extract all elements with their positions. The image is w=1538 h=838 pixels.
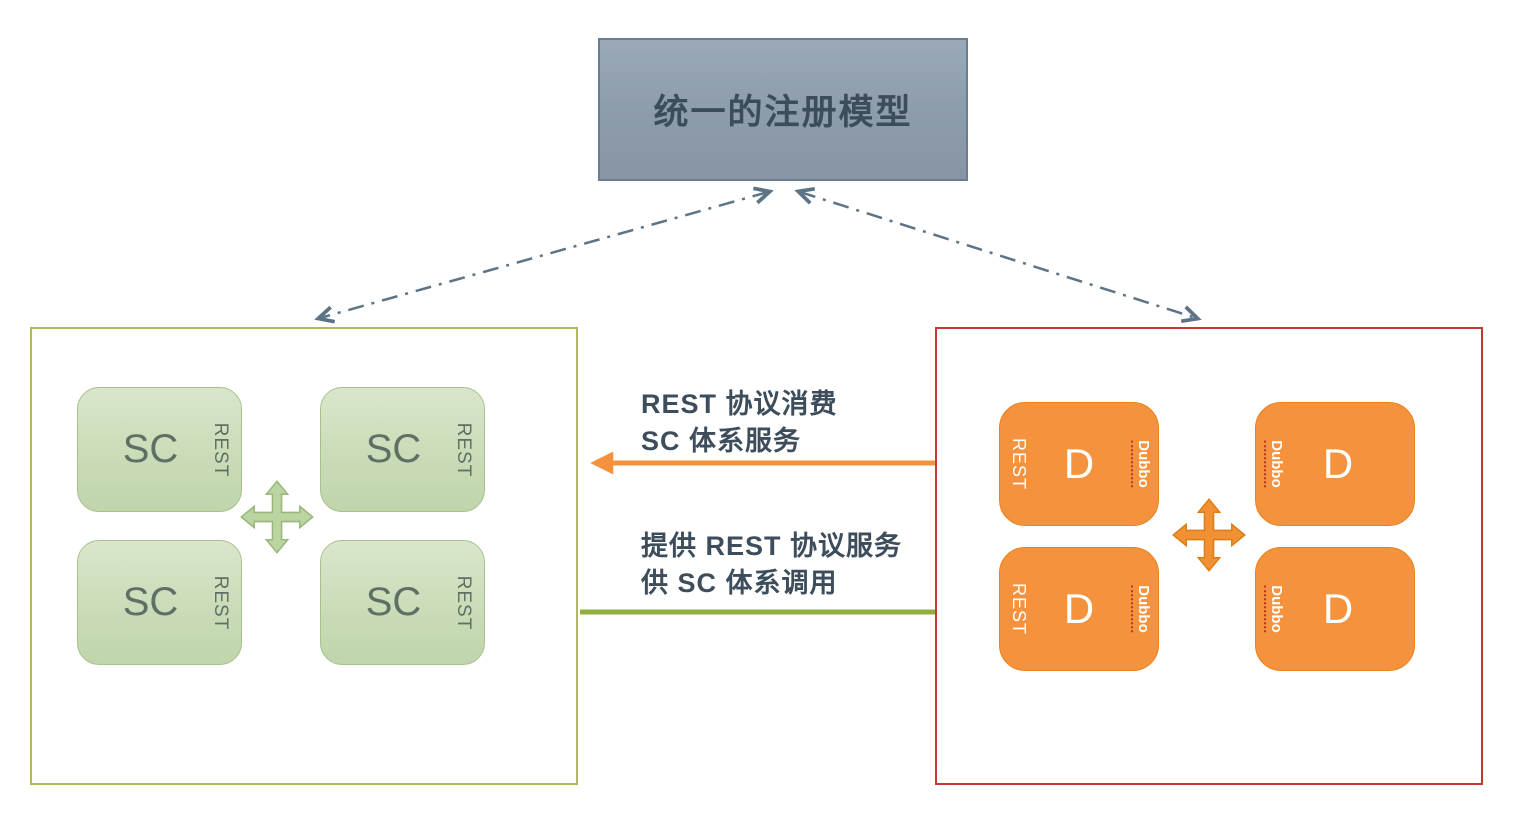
dubbo-node-label: D	[1063, 585, 1095, 632]
rest-protocol-label: REST	[453, 422, 474, 477]
registry-model-box: 统一的注册模型	[598, 38, 968, 181]
dubbo-brand-label: Dubbo	[1264, 585, 1285, 633]
provide-label: 提供 REST 协议服务 供 SC 体系调用	[641, 528, 902, 602]
dubbo-brand-label: Dubbo	[1131, 440, 1152, 488]
rest-protocol-label: REST	[453, 575, 474, 630]
sc-service-node: SC REST	[320, 387, 485, 512]
sc-node-label: SC	[122, 427, 179, 471]
move-arrows-icon	[1172, 498, 1246, 572]
move-arrows-icon	[240, 480, 314, 554]
sc-cluster-panel: SC REST SC REST SC REST SC REST	[30, 327, 578, 785]
sc-node-label: SC	[365, 427, 422, 471]
dubbo-brand-label: Dubbo	[1131, 585, 1152, 633]
dubbo-cluster-panel: REST D Dubbo D Dubbo REST D Dubbo D Dubb…	[935, 327, 1483, 785]
dubbo-service-node: D Dubbo	[1255, 402, 1415, 526]
provide-label-line1: 提供 REST 协议服务	[641, 531, 903, 561]
registry-model-title: 统一的注册模型	[653, 93, 913, 132]
rest-protocol-label: REST	[210, 575, 231, 630]
dubbo-node-label: D	[1063, 440, 1095, 487]
consume-label-line2: SC 体系服务	[641, 426, 802, 456]
dubbo-service-node: REST D Dubbo	[999, 547, 1159, 671]
dubbo-service-node: D Dubbo	[1255, 547, 1415, 671]
dubbo-service-node: REST D Dubbo	[999, 402, 1159, 526]
sc-service-node: SC REST	[320, 540, 485, 665]
registry-connector-right	[800, 192, 1196, 318]
provide-label-line2: 供 SC 体系调用	[641, 568, 838, 598]
consume-label-line1: REST 协议消费	[641, 389, 838, 419]
sc-service-node: SC REST	[77, 540, 242, 665]
sc-node-label: SC	[365, 580, 422, 624]
dubbo-node-label: D	[1322, 585, 1354, 632]
dubbo-node-label: D	[1322, 440, 1354, 487]
consume-label: REST 协议消费 SC 体系服务	[641, 386, 838, 460]
sc-service-node: SC REST	[77, 387, 242, 512]
rest-protocol-label: REST	[210, 422, 231, 477]
dubbo-brand-label: Dubbo	[1264, 440, 1285, 488]
sc-node-label: SC	[122, 580, 179, 624]
rest-protocol-label: REST	[1009, 437, 1029, 491]
registry-connector-left	[320, 192, 768, 318]
rest-protocol-label: REST	[1009, 582, 1029, 636]
